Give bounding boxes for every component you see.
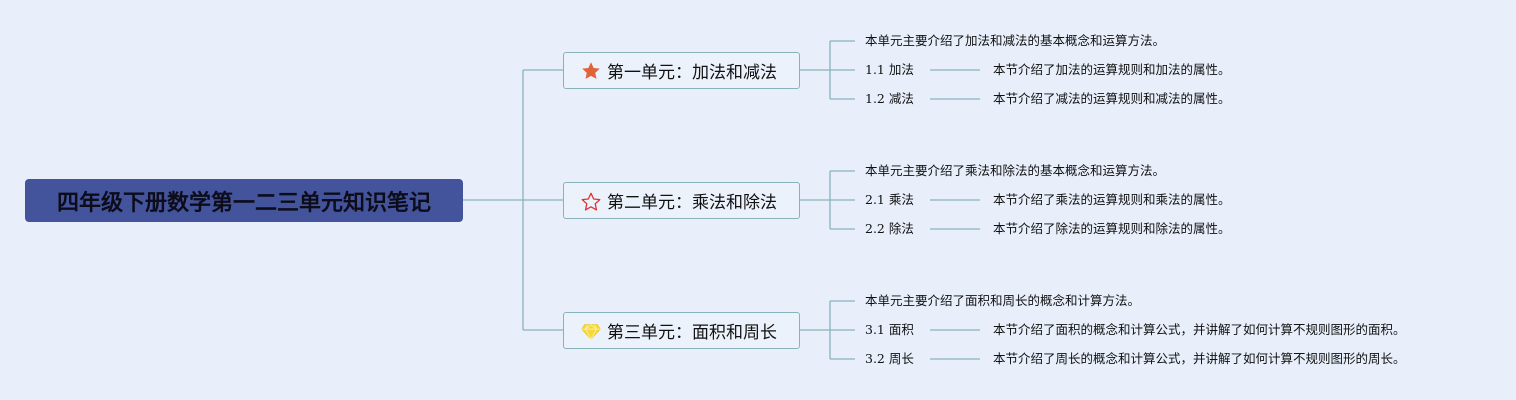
connector-unit-3-spine — [800, 301, 831, 359]
section-2-1-label[interactable]: 2.1 乘法 — [865, 192, 914, 207]
unit-topic-2[interactable]: 第二单元：乘法和除法 — [563, 182, 800, 219]
section-3-1-label[interactable]: 3.1 面积 — [865, 322, 914, 337]
unit-2-summary: 本单元主要介绍了乘法和除法的基本概念和运算方法。 — [865, 163, 1166, 178]
diamond-icon — [580, 320, 602, 342]
connector-unit-2-spine — [800, 171, 831, 229]
unit-3-summary: 本单元主要介绍了面积和周长的概念和计算方法。 — [865, 293, 1141, 308]
section-2-1-detail: 本节介绍了乘法的运算规则和乘法的属性。 — [993, 192, 1231, 207]
unit-3-title: 第三单元：面积和周长 — [607, 323, 777, 343]
root-title: 四年级下册数学第一二三单元知识笔记 — [56, 190, 431, 216]
section-1-2-detail: 本节介绍了减法的运算规则和减法的属性。 — [993, 91, 1231, 106]
section-3-2-detail: 本节介绍了周长的概念和计算公式，并讲解了如何计算不规则图形的周长。 — [993, 351, 1406, 366]
star-outline-icon — [580, 190, 602, 212]
unit-topic-3[interactable]: 第三单元：面积和周长 — [563, 312, 800, 349]
section-1-1-detail: 本节介绍了加法的运算规则和加法的属性。 — [993, 62, 1231, 77]
section-2-2-detail: 本节介绍了除法的运算规则和除法的属性。 — [993, 221, 1231, 236]
section-3-1-detail: 本节介绍了面积的概念和计算公式，并讲解了如何计算不规则图形的面积。 — [993, 322, 1406, 337]
section-2-2-label[interactable]: 2.2 除法 — [865, 221, 914, 236]
section-1-1-label[interactable]: 1.1 加法 — [865, 62, 914, 77]
section-1-2-label[interactable]: 1.2 减法 — [865, 91, 914, 106]
unit-1-title: 第一单元：加法和减法 — [607, 63, 777, 83]
root-topic[interactable]: 四年级下册数学第一二三单元知识笔记 — [25, 179, 463, 222]
unit-1-summary: 本单元主要介绍了加法和减法的基本概念和运算方法。 — [865, 33, 1166, 48]
section-3-2-label[interactable]: 3.2 周长 — [865, 351, 914, 366]
unit-topic-1[interactable]: 第一单元：加法和减法 — [563, 52, 800, 89]
connector-unit-1-spine — [800, 41, 831, 99]
star-filled-icon — [580, 60, 602, 82]
unit-2-title: 第二单元：乘法和除法 — [607, 193, 777, 213]
